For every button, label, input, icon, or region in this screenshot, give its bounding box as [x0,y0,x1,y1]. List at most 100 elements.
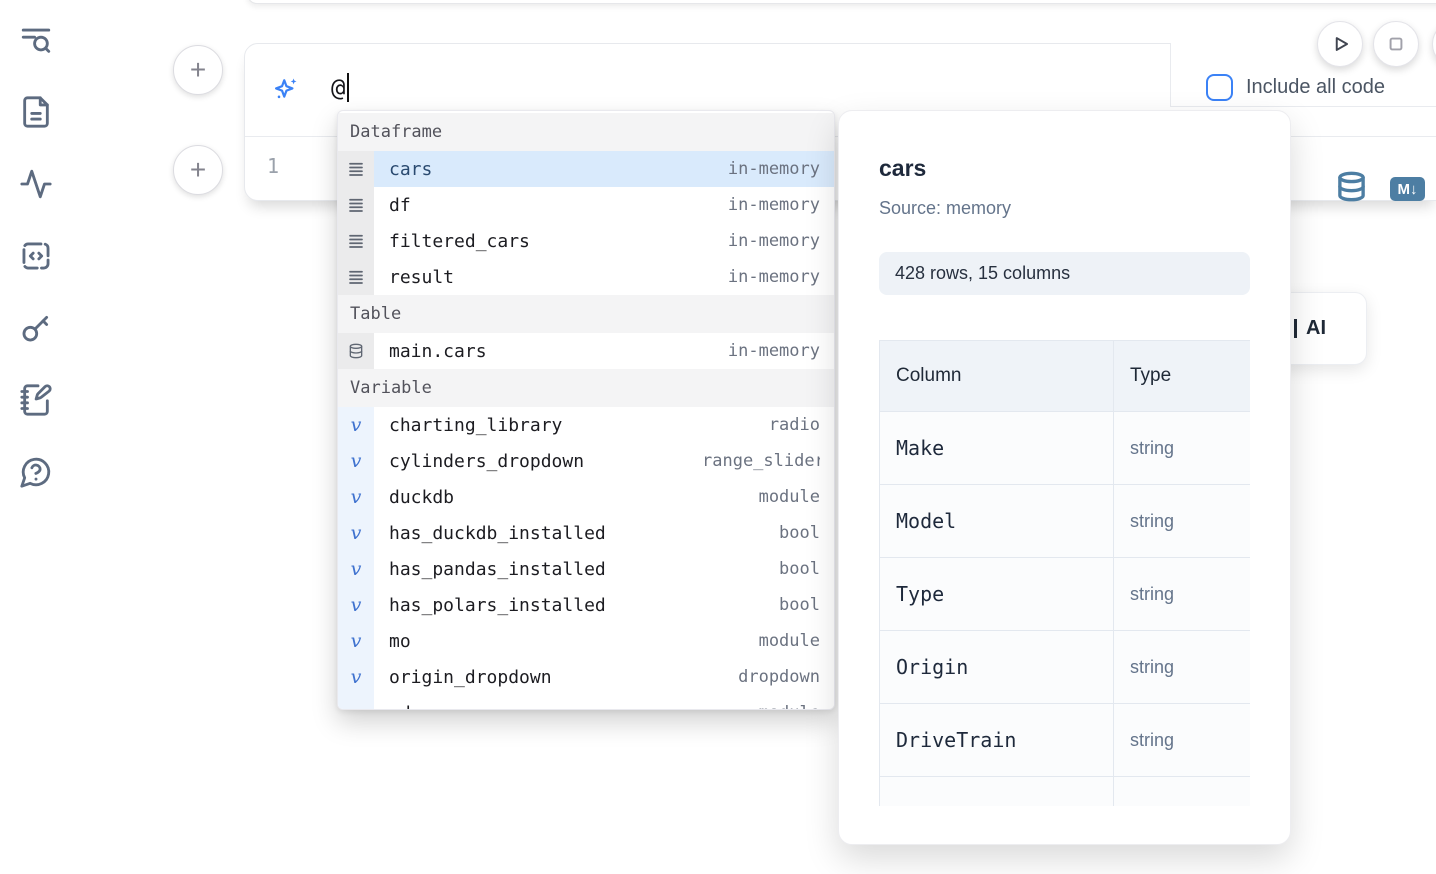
autocomplete-item-type: in-memory [727,231,820,251]
autocomplete-item-type: module [758,487,820,507]
autocomplete-item[interactable]: v has_duckdb_installed bool [338,515,834,551]
dataframe-rows-icon [338,187,374,223]
autocomplete-item-name: cars [389,158,433,180]
table-row [879,776,1250,806]
table-of-contents-search-icon[interactable] [19,23,53,57]
variable-v-icon: v [338,623,374,659]
autocomplete-item[interactable]: filtered_cars in-memory [338,223,834,259]
add-cell-above-button[interactable]: + [173,45,223,95]
shape-badge: 428 rows, 15 columns [879,252,1250,295]
autocomplete-item[interactable]: result in-memory [338,259,834,295]
autocomplete-item-type: in-memory [727,341,820,361]
column-name-cell: Make [879,411,1114,485]
preview-source: Source: memory [879,198,1012,218]
variable-v-icon: v [338,407,374,443]
include-all-code-section: Include all code [1170,43,1436,107]
markdown-icon[interactable]: M↓ [1390,177,1425,201]
autocomplete-item-type: in-memory [727,267,820,287]
file-icon[interactable] [19,95,53,129]
preview-title: cars [879,155,927,181]
secrets-key-icon[interactable] [19,311,53,345]
autocomplete-item-type: dropdown [738,667,820,687]
column-type-cell: string [1113,484,1250,558]
variable-v-icon: v [338,659,374,695]
autocomplete-item-type: in-memory [727,195,820,215]
autocomplete-item-name: pd [389,703,411,710]
autocomplete-item-type: module [759,703,820,709]
variable-v-icon: v [338,515,374,551]
database-icon [338,333,374,369]
autocomplete-item-name: main.cars [389,340,487,362]
dataframe-rows-icon [338,223,374,259]
column-type-cell [1113,776,1250,806]
autocomplete-item[interactable]: vpdmodule [338,695,834,710]
help-icon[interactable] [19,455,53,489]
line-number: 1 [267,154,280,178]
autocomplete-section-header: Table [338,295,834,333]
autocomplete-item-name: df [389,194,411,216]
autocomplete-item-name: cylinders_dropdown [389,450,585,472]
activity-icon[interactable] [19,167,53,201]
autocomplete-item-name: has_duckdb_installed [389,522,606,544]
sidebar [0,0,72,874]
column-type-cell: string [1113,411,1250,485]
autocomplete-item-type: in-memory [727,159,820,179]
clipped-text-fragment [1294,319,1297,338]
variable-v-icon: v [338,551,374,587]
autocomplete-item-name: origin_dropdown [389,666,552,688]
autocomplete-item-type: bool [779,595,820,615]
text-caret [347,73,350,102]
autocomplete-section-header: Variable [338,369,834,407]
column-header: Column [879,340,1114,412]
autocomplete-item[interactable]: main.cars in-memory [338,333,834,369]
autocomplete-item-name: result [389,266,455,288]
autocomplete-item-name: filtered_cars [389,230,530,252]
autocomplete-item-name: mo [389,630,411,652]
snippets-icon[interactable] [19,239,53,273]
database-icon[interactable] [1336,171,1367,207]
autocomplete-item[interactable]: v charting_library radio [338,407,834,443]
autocomplete-item[interactable]: v has_polars_installed bool [338,587,834,623]
sparkles-icon [272,75,300,103]
add-cell-below-button[interactable]: + [173,145,223,195]
column-name-cell: Model [879,484,1114,558]
autocomplete-item[interactable]: cars in-memory [338,151,834,187]
previous-cell-edge [247,0,1436,4]
variable-v-icon: v [338,587,374,623]
autocomplete-item[interactable]: v origin_dropdown dropdown [338,659,834,695]
dataframe-rows-icon [338,259,374,295]
column-name-cell: DriveTrain [879,703,1114,777]
scratchpad-icon[interactable] [19,383,53,417]
column-type-cell: string [1113,630,1250,704]
autocomplete-item-type: bool [779,523,820,543]
stop-button[interactable] [1373,21,1419,67]
column-name-cell: Type [879,557,1114,631]
include-all-code-checkbox[interactable] [1206,74,1233,101]
ai-prompt-input[interactable]: @ [331,73,350,102]
autocomplete-section-header: Dataframe [338,113,834,151]
autocomplete-item-name: has_polars_installed [389,594,606,616]
dataframe-rows-icon [338,151,374,187]
autocomplete-item[interactable]: df in-memory [338,187,834,223]
autocomplete-item-type: range_slider [702,451,820,471]
autocomplete-item-name: charting_library [389,414,563,436]
autocomplete-item-type: radio [768,415,820,435]
prompt-value: @ [331,73,346,102]
column-type-cell: string [1113,703,1250,777]
type-header: Type [1113,340,1250,412]
include-all-code-label[interactable]: Include all code [1246,76,1385,98]
autocomplete-item-type: bool [779,559,820,579]
run-cell-button[interactable] [1317,21,1363,67]
